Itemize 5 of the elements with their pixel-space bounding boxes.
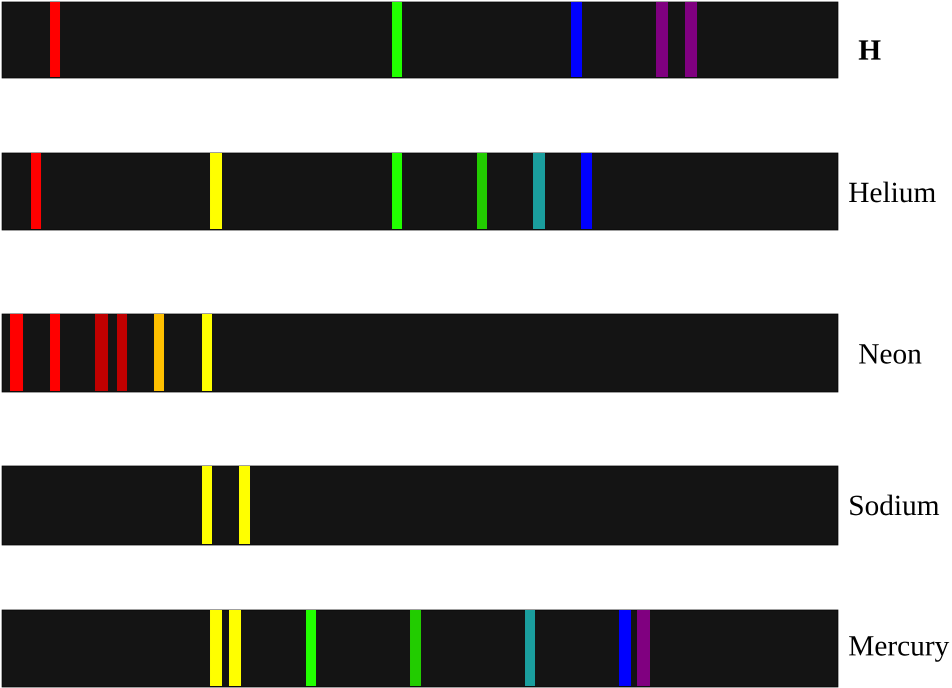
element-label: Sodium: [850, 494, 940, 516]
element-label: Mercury: [849, 636, 950, 662]
element-label: Neon: [859, 344, 922, 364]
element-label: Helium: [849, 182, 936, 202]
element-label: H: [858, 40, 881, 60]
